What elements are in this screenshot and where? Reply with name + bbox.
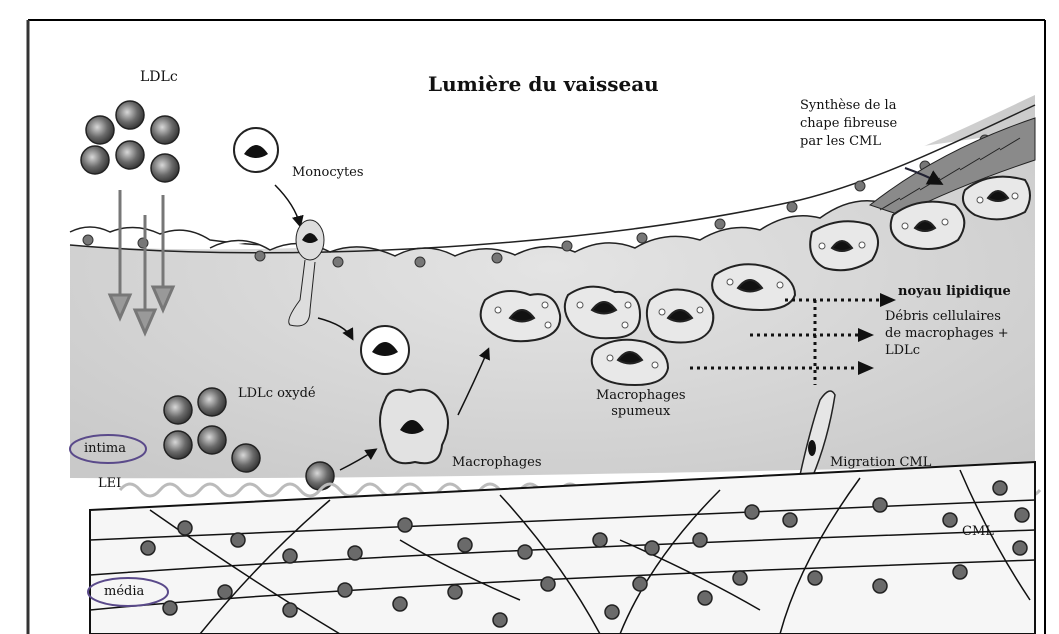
label-debris: Débris cellulaires de macrophages + LDLc: [885, 308, 1009, 359]
label-macrophages: Macrophages: [452, 455, 542, 470]
spumeux-line-2: spumeux: [596, 404, 686, 420]
ldl-particles: [81, 101, 179, 182]
synthese-line-1: Synthèse de la: [800, 97, 897, 115]
label-monocytes: Monocytes: [292, 165, 364, 180]
spumeux-line-1: Macrophages: [596, 388, 686, 404]
label-synthese: Synthèse de la chape fibreuse par les CM…: [800, 97, 897, 151]
debris-line-2: de macrophages +: [885, 325, 1009, 342]
label-macrophages-spumeux: Macrophages spumeux: [596, 388, 686, 420]
monocyte-arrow: [275, 185, 300, 225]
monocyte-lumen: [234, 128, 278, 172]
label-intima: intima: [84, 441, 126, 456]
label-ldlc-oxyde: LDLc oxydé: [238, 386, 316, 401]
synthese-line-3: par les CML: [800, 133, 897, 151]
synthese-line-2: chape fibreuse: [800, 115, 897, 133]
label-lei: LEI: [98, 476, 121, 491]
label-cml: CML: [962, 524, 994, 539]
label-media: média: [104, 584, 144, 599]
foam-cell: [481, 291, 560, 341]
monocyte-intima: [361, 326, 409, 374]
label-migration-cml: Migration CML: [830, 455, 931, 470]
debris-line-1: Débris cellulaires: [885, 308, 1009, 325]
label-lumen: Lumière du vaisseau: [428, 72, 659, 96]
label-noyau-lipidique: noyau lipidique: [898, 284, 1011, 299]
debris-line-3: LDLc: [885, 342, 1009, 359]
label-ldlc: LDLc: [140, 69, 178, 85]
foam-cell: [647, 290, 713, 343]
macrophage: [380, 390, 448, 463]
